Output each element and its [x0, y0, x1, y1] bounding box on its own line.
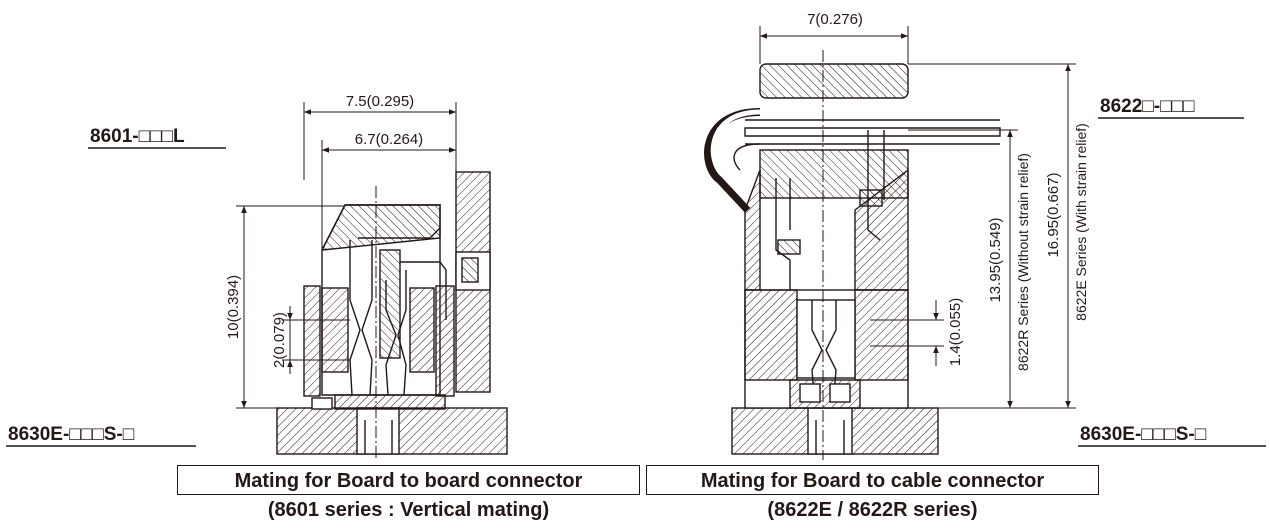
right-dim-height-e-note: 8622E Series (With strain relief) [1073, 123, 1089, 321]
left-dimensions [236, 102, 457, 409]
right-caption-box: Mating for Board to cable connector [646, 465, 1099, 495]
left-board-slot [356, 407, 400, 455]
right-dim-width: 7(0.276) [807, 11, 863, 28]
right-dimensions [759, 26, 1076, 409]
right-dim-height-r-note: 8622R Series (Without strain relief) [1015, 153, 1031, 371]
left-dim-width-outer: 7.5(0.295) [346, 93, 414, 110]
left-dim-height: 10(0.394) [225, 275, 242, 339]
right-connector-drawing [704, 50, 1001, 460]
right-dim-height-e: 16.95(0.667) [1045, 172, 1062, 257]
right-dim-small: 1.4(0.055) [947, 298, 964, 366]
right-part-top: 8622□-□□□ [1100, 96, 1195, 117]
left-dim-pitch: 2(0.079) [271, 312, 288, 368]
right-part-bottom: 8630E-□□□S-□ [1080, 424, 1207, 445]
left-part-top: 8601-□□□L [90, 126, 185, 147]
left-dim-width-inner: 6.7(0.264) [355, 131, 423, 148]
left-subcaption: (8601 series : Vertical mating) [267, 499, 550, 521]
left-connector-drawing [276, 171, 508, 460]
right-subcaption: (8622E / 8622R series) [767, 499, 978, 521]
left-part-bottom: 8630E-□□□S-□ [8, 424, 135, 445]
right-strain-relief [759, 63, 909, 99]
right-dim-height-r: 13.95(0.549) [987, 217, 1004, 302]
left-caption-box: Mating for Board to board connector [177, 465, 640, 495]
